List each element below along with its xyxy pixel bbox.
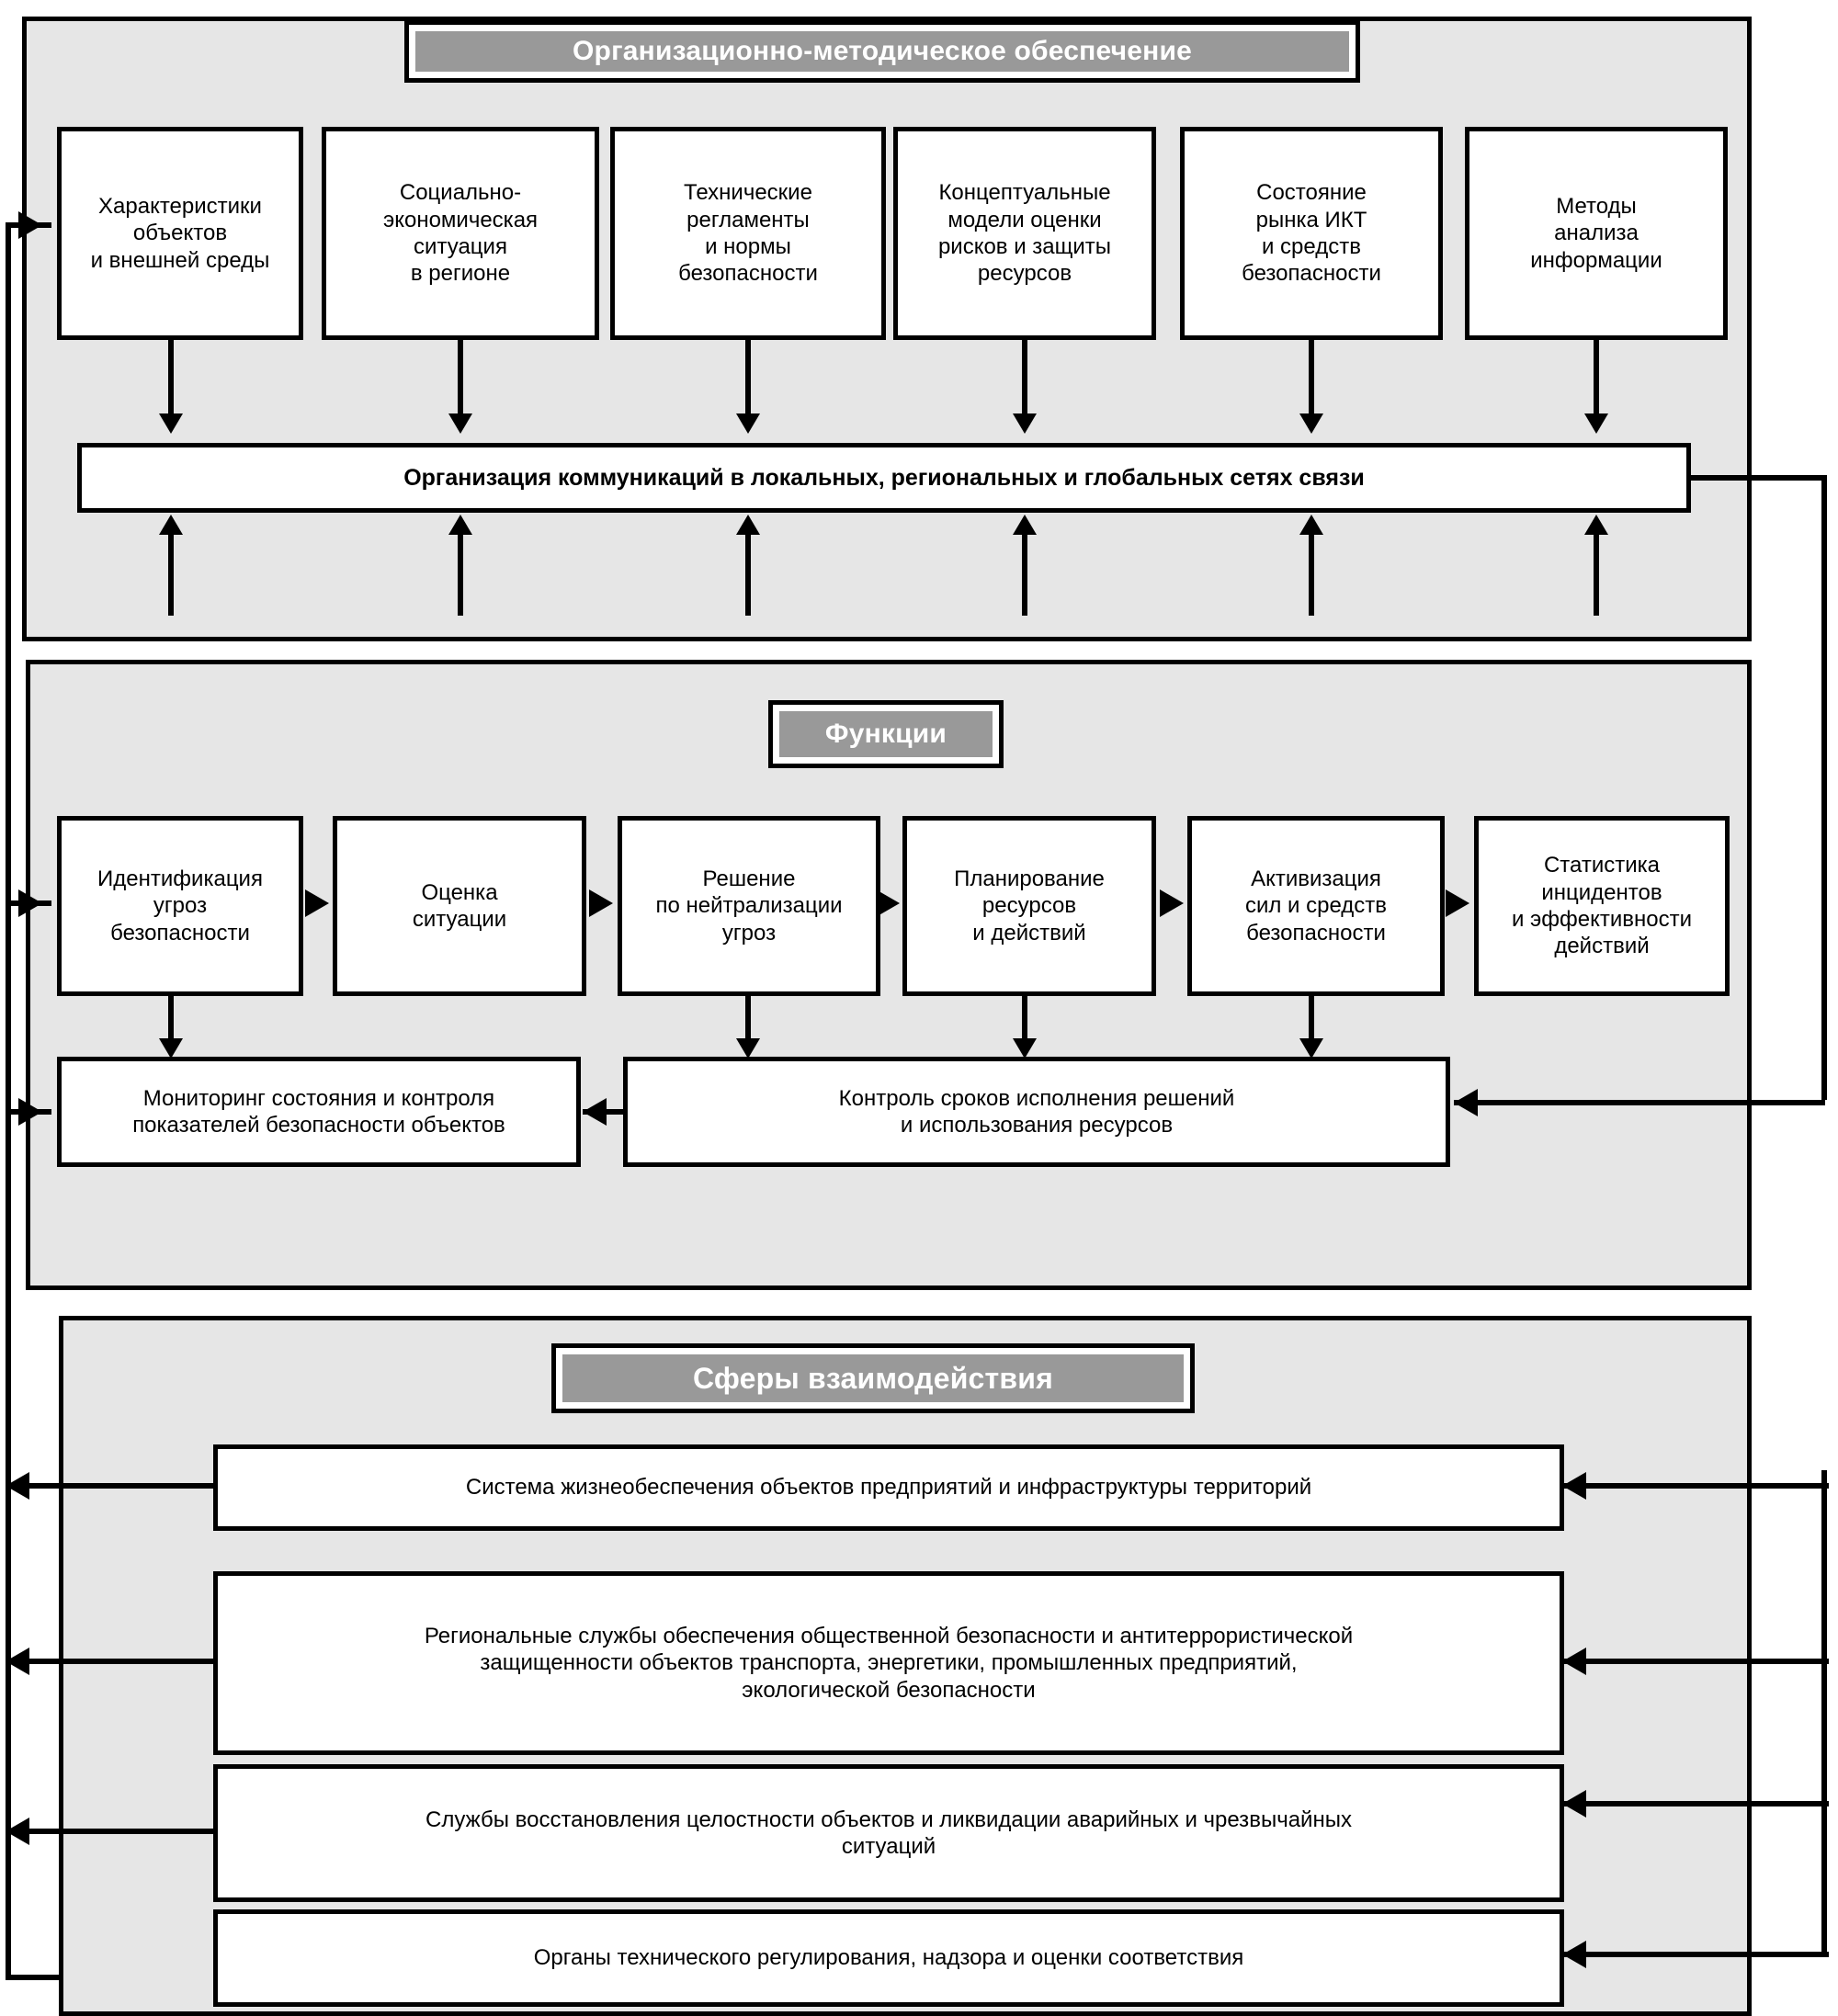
banner-spheres-label: Сферы взаимодействия — [562, 1354, 1184, 1402]
connector-input-2-down — [458, 340, 463, 423]
arrow-head-control-to-monitoring — [583, 1098, 607, 1126]
banner-functions: Функции — [768, 700, 1004, 768]
banner-organizational: Организационно-методическое обеспечение — [404, 20, 1360, 83]
right-rail-line — [1821, 475, 1827, 1100]
right-rail-spheres — [1821, 1470, 1827, 1957]
arrow-line-sphere-1-right — [1562, 1483, 1829, 1489]
sphere-box-4: Органы технического регулирования, надзо… — [213, 1909, 1564, 2007]
arrow-line-sphere-3-left — [6, 1829, 215, 1834]
function-box-3: Решение по нейтрализации угроз — [618, 816, 880, 996]
banner-spheres: Сферы взаимодействия — [551, 1343, 1195, 1413]
arrow-head-func1-down — [159, 1038, 183, 1059]
input-box-3: Технические регламенты и нормы безопасно… — [610, 127, 886, 340]
connector-input-3-down — [745, 340, 751, 423]
function-box-1: Идентификация угроз безопасности — [57, 816, 303, 996]
arrow-head-up-3 — [736, 515, 760, 535]
connector-up-3 — [745, 533, 751, 616]
connector-input-6-down — [1594, 340, 1599, 423]
connector-func1-down — [168, 996, 174, 1049]
arrow-head-input-6-down — [1584, 413, 1608, 434]
arrow-head-input-1-down — [159, 413, 183, 434]
connector-input-4-down — [1022, 340, 1027, 423]
arrow-head-input-3-down — [736, 413, 760, 434]
monitoring-box: Мониторинг состояния и контроля показате… — [57, 1057, 581, 1167]
left-rail-line — [6, 225, 11, 1218]
arrow-head-up-5 — [1299, 515, 1323, 535]
arrow-line-sphere-2-right — [1562, 1659, 1829, 1664]
input-box-2: Социально- экономическая ситуация в реги… — [322, 127, 599, 340]
communications-bar: Организация коммуникаций в локальных, ре… — [77, 443, 1691, 513]
arrow-chain-2-3 — [589, 889, 613, 917]
control-box: Контроль сроков исполнения решений и исп… — [623, 1057, 1450, 1167]
left-rail-bottom-line — [6, 1975, 61, 1980]
arrow-head-sphere-3-left — [6, 1818, 29, 1845]
arrow-head-func4-down — [1013, 1038, 1037, 1059]
arrow-line-sphere-1-left — [6, 1483, 215, 1489]
connector-func3-down — [745, 996, 751, 1049]
arrow-head-sphere-4-right — [1562, 1941, 1586, 1968]
connector-func5-down — [1309, 996, 1314, 1049]
arrow-head-sphere-1-left — [6, 1472, 29, 1500]
function-box-4: Планирование ресурсов и действий — [902, 816, 1156, 996]
banner-functions-label: Функции — [779, 711, 993, 757]
arrow-chain-1-2 — [305, 889, 329, 917]
function-box-6: Статистика инцидентов и эффективности де… — [1474, 816, 1730, 996]
arrow-head-func5-down — [1299, 1038, 1323, 1059]
arrow-chain-5-6 — [1446, 889, 1469, 917]
arrow-line-sphere-2-left — [6, 1659, 215, 1664]
sphere-box-3: Службы восстановления целостности объект… — [213, 1764, 1564, 1902]
connector-up-1 — [168, 533, 174, 616]
function-box-2: Оценка ситуации — [333, 816, 586, 996]
arrow-head-sphere-2-right — [1562, 1648, 1586, 1675]
left-rail-line-lower — [6, 1218, 11, 1980]
arrow-chain-3-4 — [876, 889, 900, 917]
arrow-head-up-4 — [1013, 515, 1037, 535]
comm-bar-right-line — [1689, 475, 1827, 481]
arrow-head-up-6 — [1584, 515, 1608, 535]
input-box-6: Методы анализа информации — [1465, 127, 1728, 340]
connector-up-2 — [458, 533, 463, 616]
input-box-5: Состояние рынка ИКТ и средств безопаснос… — [1180, 127, 1443, 340]
arrow-head-up-1 — [159, 515, 183, 535]
arrow-line-sphere-3-right — [1562, 1801, 1829, 1806]
arrow-chain-4-5 — [1160, 889, 1184, 917]
arrow-head-input-2-down — [448, 413, 472, 434]
arrow-head-to-input-1 — [18, 211, 42, 239]
arrow-head-sphere-2-left — [6, 1648, 29, 1675]
arrow-head-input-4-down — [1013, 413, 1037, 434]
connector-input-1-down — [168, 340, 174, 423]
connector-input-5-down — [1309, 340, 1314, 423]
arrow-line-right-to-control — [1454, 1100, 1825, 1105]
connector-func4-down — [1022, 996, 1027, 1049]
arrow-head-to-function-1 — [18, 889, 42, 917]
arrow-head-func3-down — [736, 1038, 760, 1059]
input-box-1: Характеристики объектов и внешней среды — [57, 127, 303, 340]
arrow-head-sphere-3-right — [1562, 1790, 1586, 1818]
connector-up-4 — [1022, 533, 1027, 616]
arrow-head-right-to-control — [1454, 1089, 1478, 1116]
arrow-line-sphere-4-right — [1562, 1952, 1829, 1957]
panel-organizational — [22, 17, 1752, 641]
sphere-box-1: Система жизнеобеспечения объектов предпр… — [213, 1444, 1564, 1531]
arrow-head-sphere-1-right — [1562, 1472, 1586, 1500]
input-box-4: Концептуальные модели оценки рисков и за… — [893, 127, 1156, 340]
arrow-head-to-monitoring — [18, 1098, 42, 1126]
banner-organizational-label: Организационно-методическое обеспечение — [415, 31, 1349, 72]
sphere-box-2: Региональные службы обеспечения обществе… — [213, 1571, 1564, 1755]
function-box-5: Активизация сил и средств безопасности — [1187, 816, 1445, 996]
arrow-head-up-2 — [448, 515, 472, 535]
connector-up-5 — [1309, 533, 1314, 616]
arrow-head-input-5-down — [1299, 413, 1323, 434]
connector-up-6 — [1594, 533, 1599, 616]
